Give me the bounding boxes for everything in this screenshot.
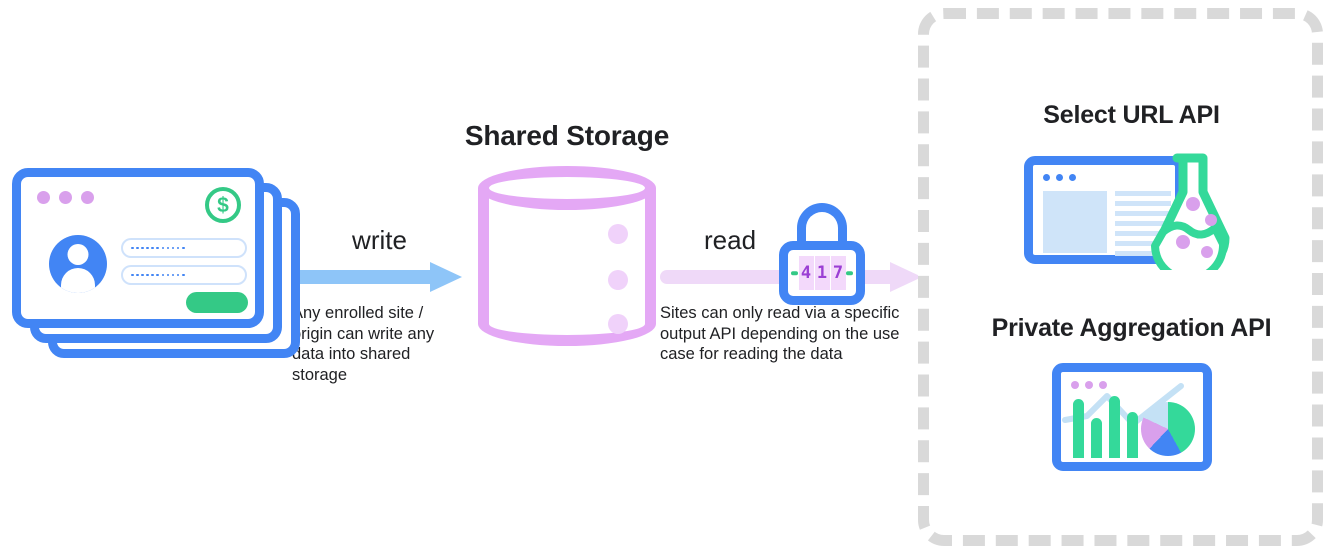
lock-dial-1: 4 — [798, 256, 814, 290]
write-flow: write Any enrolled site / origin can wri… — [292, 225, 467, 385]
bar-2 — [1090, 418, 1102, 458]
source-site-cards: $ — [12, 168, 312, 368]
chart-window — [1051, 363, 1212, 471]
flask-icon — [1151, 153, 1230, 270]
lock-dial-2: 1 — [814, 256, 830, 290]
write-description: Any enrolled site / origin can write any… — [292, 304, 435, 384]
write-arrow-icon — [292, 262, 467, 292]
bar-1 — [1072, 399, 1084, 458]
lock-body: 4 1 7 — [779, 241, 865, 305]
browser-window-icon — [1024, 156, 1184, 264]
browser-window-flask-icon — [1024, 152, 1239, 270]
bar-series — [1072, 396, 1138, 458]
output-api-select-url[interactable]: Select URL API — [929, 101, 1333, 270]
lock-shackle — [797, 203, 847, 251]
bar-4 — [1126, 411, 1138, 458]
combination-lock-icon: 4 1 7 — [779, 203, 865, 305]
write-label: write — [352, 225, 407, 255]
read-label: read — [704, 225, 757, 255]
window-dots-icon — [37, 191, 94, 204]
select-url-api-label: Select URL API — [1043, 101, 1220, 129]
user-avatar-icon — [49, 235, 107, 293]
shared-storage: Shared Storage — [452, 120, 682, 346]
dollar-circle-icon: $ — [205, 187, 241, 223]
private-aggregation-api-label: Private Aggregation API — [991, 314, 1272, 342]
submit-button[interactable] — [186, 292, 248, 313]
lock-dial-3: 7 — [830, 256, 846, 290]
pie-chart-icon — [1140, 402, 1195, 456]
shared-storage-title: Shared Storage — [464, 120, 670, 151]
password-field[interactable] — [121, 265, 247, 285]
output-api-private-aggregation[interactable]: Private Aggregation API — [929, 314, 1333, 471]
browser-login-card: $ — [12, 168, 264, 328]
username-field[interactable] — [121, 238, 247, 258]
browser-window-chart-icon — [1051, 363, 1212, 471]
output-apis-panel: Select URL API Private Aggregation — [918, 8, 1323, 546]
bar-3 — [1108, 396, 1120, 458]
database-cylinder-icon — [478, 166, 656, 346]
read-description: Sites can only read via a specific outpu… — [660, 304, 900, 363]
